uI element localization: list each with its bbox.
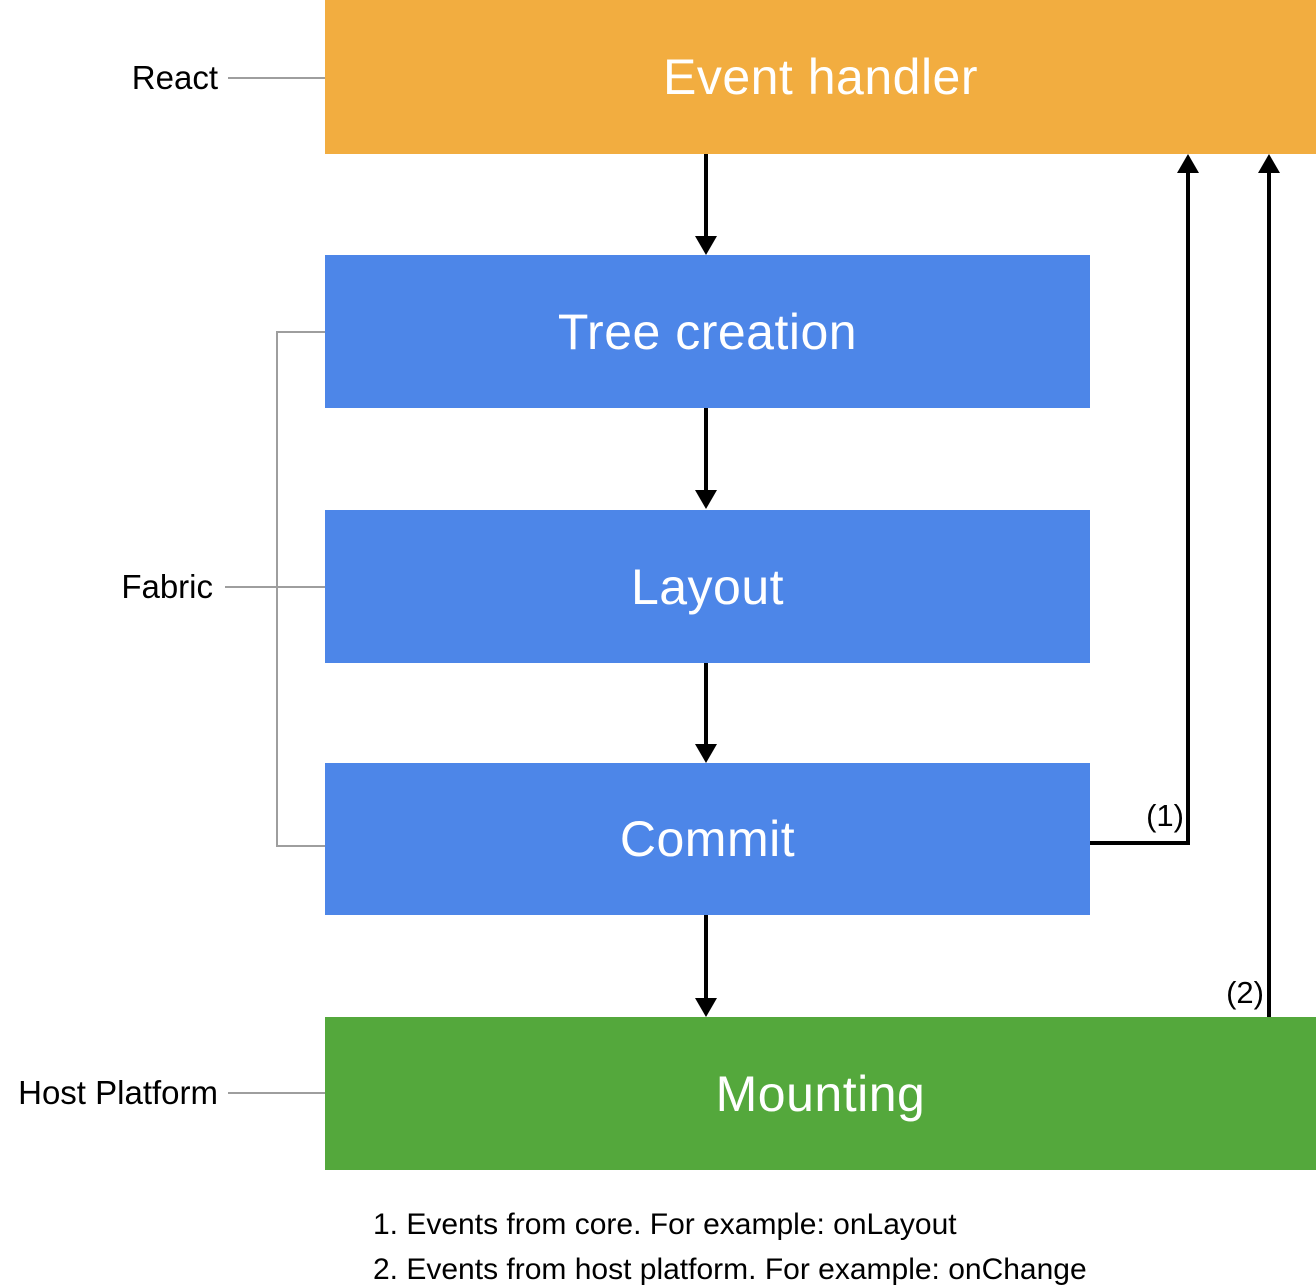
feedback-edge-1-horizontal — [1090, 841, 1190, 845]
arrow-tree-to-layout-shaft — [704, 408, 708, 491]
arrow-down-icon — [695, 490, 717, 509]
footnote-2: 2. Events from host platform. For exampl… — [373, 1253, 1087, 1286]
group-label-fabric: Fabric — [121, 568, 213, 605]
arrow-event-to-tree-shaft — [704, 154, 708, 237]
group-label-host-platform: Host Platform — [18, 1074, 218, 1111]
fabric-connector-line — [225, 586, 325, 588]
node-layout-label: Layout — [630, 558, 785, 615]
fabric-bracket-bottom-stub — [276, 845, 325, 847]
feedback-edge-1-label: (1) — [1146, 798, 1184, 833]
fabric-bracket-top-stub — [276, 331, 325, 333]
host-platform-connector-line — [228, 1092, 325, 1094]
group-label-react: React — [131, 59, 218, 96]
node-tree-creation-label: Tree creation — [557, 303, 858, 360]
node-event-handler-label: Event handler — [662, 49, 979, 105]
arrow-up-icon — [1177, 154, 1199, 173]
footnote-1: 1. Events from core. For example: onLayo… — [373, 1208, 957, 1241]
react-connector-line — [228, 77, 325, 79]
arrow-commit-to-mounting-shaft — [704, 915, 708, 999]
arrow-up-icon — [1258, 154, 1280, 173]
node-tree-creation: Tree creation — [325, 255, 1090, 408]
node-commit-label: Commit — [619, 811, 796, 867]
node-mounting: Mounting — [325, 1017, 1316, 1170]
fabric-bracket-vertical-line — [276, 331, 278, 847]
arrow-down-icon — [695, 998, 717, 1017]
feedback-edge-2-shaft — [1267, 171, 1271, 1017]
feedback-edge-1-shaft — [1186, 171, 1190, 845]
arrow-down-icon — [695, 744, 717, 763]
arrow-layout-to-commit-shaft — [704, 663, 708, 745]
arrow-down-icon — [695, 236, 717, 255]
footnotes: 1. Events from core. For example: onLayo… — [373, 1202, 1087, 1286]
node-event-handler: Event handler — [325, 0, 1316, 154]
node-commit: Commit — [325, 763, 1090, 915]
node-layout: Layout — [325, 510, 1090, 663]
node-mounting-label: Mounting — [715, 1065, 926, 1122]
feedback-edge-2-label: (2) — [1226, 975, 1264, 1010]
